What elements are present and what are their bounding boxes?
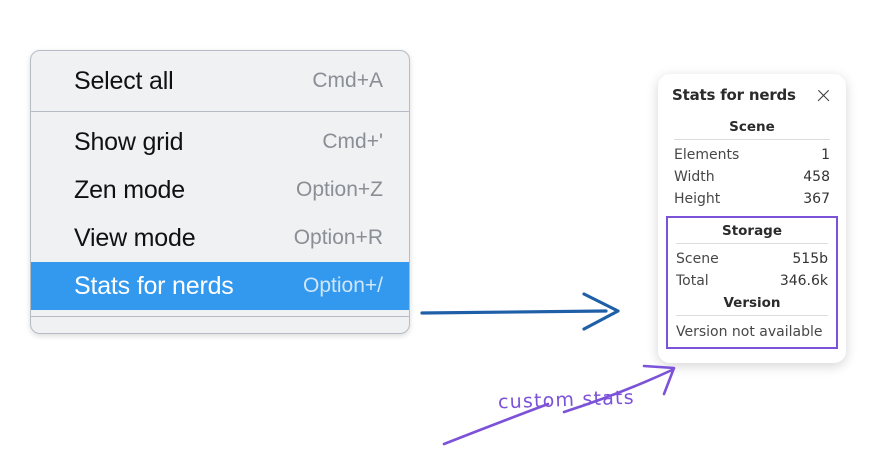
stats-for-nerds-panel: Stats for nerds Scene Elements 1 Width 4… bbox=[658, 74, 846, 363]
menu-item-shortcut: Option+R bbox=[293, 226, 383, 249]
stat-row-storage-scene: Scene 515b bbox=[674, 248, 830, 270]
menu-item-view-mode[interactable]: View mode Option+R bbox=[31, 214, 409, 262]
storage-section-heading: Storage bbox=[721, 223, 783, 239]
stat-value: 1 bbox=[821, 147, 830, 163]
menu-item-stats-for-nerds[interactable]: Stats for nerds Option+/ bbox=[31, 262, 409, 310]
custom-stats-annotation-label: custom stats bbox=[497, 386, 636, 414]
stat-label: Elements bbox=[674, 147, 740, 163]
menu-item-label: Select all bbox=[74, 66, 174, 95]
scene-section-heading: Scene bbox=[729, 119, 775, 135]
version-section-heading: Version bbox=[723, 295, 781, 311]
version-text: Version not available bbox=[676, 324, 823, 340]
menu-item-select-all[interactable]: Select all Cmd+A bbox=[31, 57, 409, 105]
menu-item-label: Zen mode bbox=[74, 175, 185, 204]
menu-bottom-padding bbox=[31, 316, 409, 333]
scene-divider bbox=[674, 139, 830, 140]
panel-header: Stats for nerds bbox=[672, 86, 832, 104]
storage-divider bbox=[676, 243, 828, 244]
stat-row-elements: Elements 1 bbox=[672, 144, 832, 166]
stat-value: 458 bbox=[803, 169, 830, 185]
menu-item-shortcut: Option+Z bbox=[296, 178, 383, 201]
stat-label: Width bbox=[674, 169, 715, 185]
stat-label: Height bbox=[674, 191, 721, 207]
menu-item-shortcut: Cmd+A bbox=[312, 69, 383, 92]
stat-row-height: Height 367 bbox=[672, 188, 832, 210]
menu-item-zen-mode[interactable]: Zen mode Option+Z bbox=[31, 166, 409, 214]
menu-group-2: Show grid Cmd+' Zen mode Option+Z View m… bbox=[31, 111, 409, 316]
menu-item-label: View mode bbox=[74, 223, 196, 252]
close-icon[interactable] bbox=[815, 87, 832, 104]
context-menu[interactable]: Select all Cmd+A Show grid Cmd+' Zen mod… bbox=[30, 50, 410, 334]
stat-row-width: Width 458 bbox=[672, 166, 832, 188]
menu-item-shortcut: Cmd+' bbox=[322, 130, 383, 153]
version-divider bbox=[676, 315, 828, 316]
stat-row-storage-total: Total 346.6k bbox=[674, 270, 830, 292]
blue-arrow-annotation bbox=[420, 292, 620, 331]
stat-value: 346.6k bbox=[779, 273, 828, 289]
menu-item-shortcut: Option+/ bbox=[303, 274, 383, 297]
menu-group-1: Select all Cmd+A bbox=[31, 51, 409, 111]
stat-label: Scene bbox=[676, 251, 719, 267]
menu-item-label: Stats for nerds bbox=[74, 271, 234, 300]
panel-title: Stats for nerds bbox=[672, 86, 796, 104]
custom-stats-highlight-box: Storage Scene 515b Total 346.6k Version … bbox=[666, 216, 838, 349]
stat-value: 515b bbox=[792, 251, 828, 267]
menu-item-show-grid[interactable]: Show grid Cmd+' bbox=[31, 118, 409, 166]
menu-item-label: Show grid bbox=[74, 127, 184, 156]
stat-label: Total bbox=[676, 273, 709, 289]
stat-value: 367 bbox=[803, 191, 830, 207]
